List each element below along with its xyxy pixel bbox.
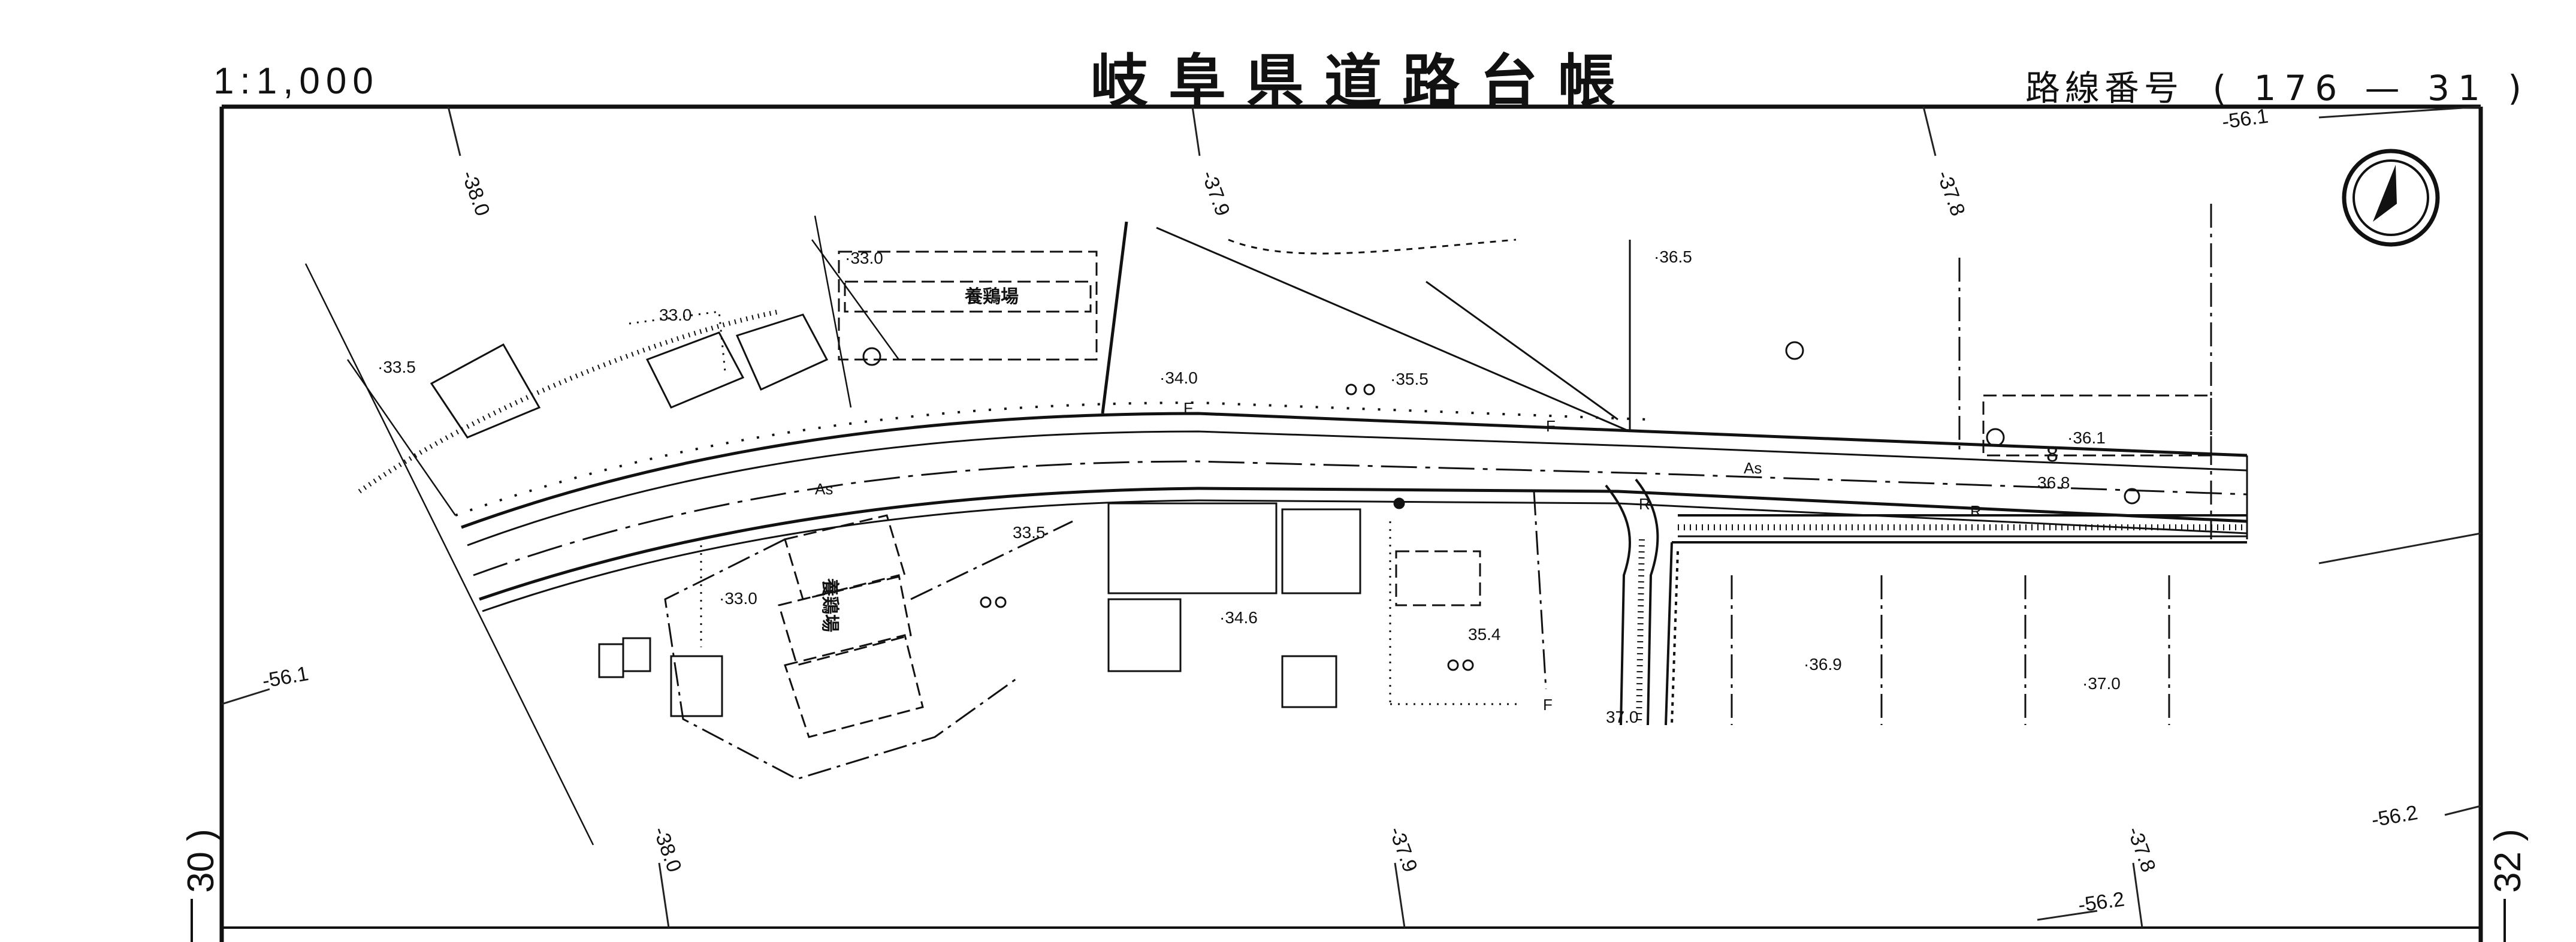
buildings bbox=[430, 313, 1361, 717]
grid-label-bottom-1: -38.0 bbox=[648, 824, 685, 875]
grid-label-bottom-2: -37.9 bbox=[1384, 824, 1421, 875]
grid-label-top-1: -38.0 bbox=[457, 168, 494, 219]
side-road bbox=[1605, 478, 2247, 726]
elevation-label: ·33.5 bbox=[378, 358, 416, 376]
grid-label-edge-1: -56.1 bbox=[261, 662, 310, 693]
elevation-label: 35.4 bbox=[1468, 625, 1501, 644]
surface-label: F bbox=[1183, 399, 1193, 417]
elevation-label: ·35.5 bbox=[1390, 370, 1429, 388]
elevation-label: ·36.9 bbox=[1804, 655, 1842, 674]
surface-label: As bbox=[1744, 459, 1762, 477]
poultry-farm-label: 養鶏場 bbox=[964, 286, 1019, 307]
surface-label: R bbox=[1970, 502, 1982, 520]
railing bbox=[358, 309, 2247, 726]
elevation-label: ·34.0 bbox=[1159, 369, 1198, 387]
grid-label-edge-4: -56.2 bbox=[2077, 888, 2126, 917]
elevation-label: ·36.5 bbox=[1654, 247, 1692, 266]
elevation-label: 37.0 bbox=[1606, 708, 1639, 726]
page-title: 岐阜県道路台帳 bbox=[1091, 48, 1636, 115]
map-scale: 1:1,000 bbox=[213, 61, 379, 102]
north-arrow-icon bbox=[2342, 149, 2440, 247]
elevation-label: 33.0 bbox=[659, 306, 692, 324]
grid-label-bottom-3: -37.8 bbox=[2122, 824, 2160, 875]
map-frame bbox=[191, 104, 2506, 942]
map-symbols bbox=[862, 341, 2140, 671]
surface-label: As bbox=[815, 480, 833, 498]
elevation-label: 36.8 bbox=[2037, 473, 2070, 492]
boundary-lines bbox=[664, 204, 2212, 780]
surface-label: F bbox=[1546, 417, 1556, 435]
dotted-lines bbox=[629, 310, 1522, 705]
elevation-label: ·33.0 bbox=[845, 249, 883, 267]
route-number-label: 路線番号 bbox=[2025, 68, 2184, 108]
grid-label-edge-2: -56.1 bbox=[2221, 105, 2270, 134]
parcel-outlines bbox=[778, 250, 2212, 738]
surface-label: F bbox=[1543, 696, 1553, 714]
grid-label-top-3: -37.8 bbox=[1932, 168, 1969, 219]
route-number-value: ( 176 — 31 ) bbox=[2212, 68, 2530, 108]
poultry-farm-label: 養鶏場 bbox=[819, 578, 840, 632]
elevation-label: ·33.0 bbox=[719, 589, 757, 608]
grid-label-top-2: -37.9 bbox=[1197, 168, 1234, 219]
surface-label: R bbox=[1639, 495, 1650, 513]
main-road bbox=[455, 401, 2248, 612]
road-width-label: 8 bbox=[2046, 442, 2058, 466]
diagonal-road bbox=[1156, 227, 1631, 433]
grid-label-edge-3: -56.2 bbox=[2370, 801, 2420, 832]
elevation-label: ·34.6 bbox=[1219, 608, 1258, 627]
grid-lines bbox=[221, 105, 2481, 928]
elevation-label: 33.5 bbox=[1013, 523, 1046, 542]
route-number-block: 路線番号 ( 176 — 31 ) bbox=[2025, 60, 2530, 110]
left-boundary bbox=[304, 215, 1128, 846]
elevation-label: ·37.0 bbox=[2082, 674, 2121, 693]
elevation-label: ·36.1 bbox=[2067, 428, 2106, 447]
